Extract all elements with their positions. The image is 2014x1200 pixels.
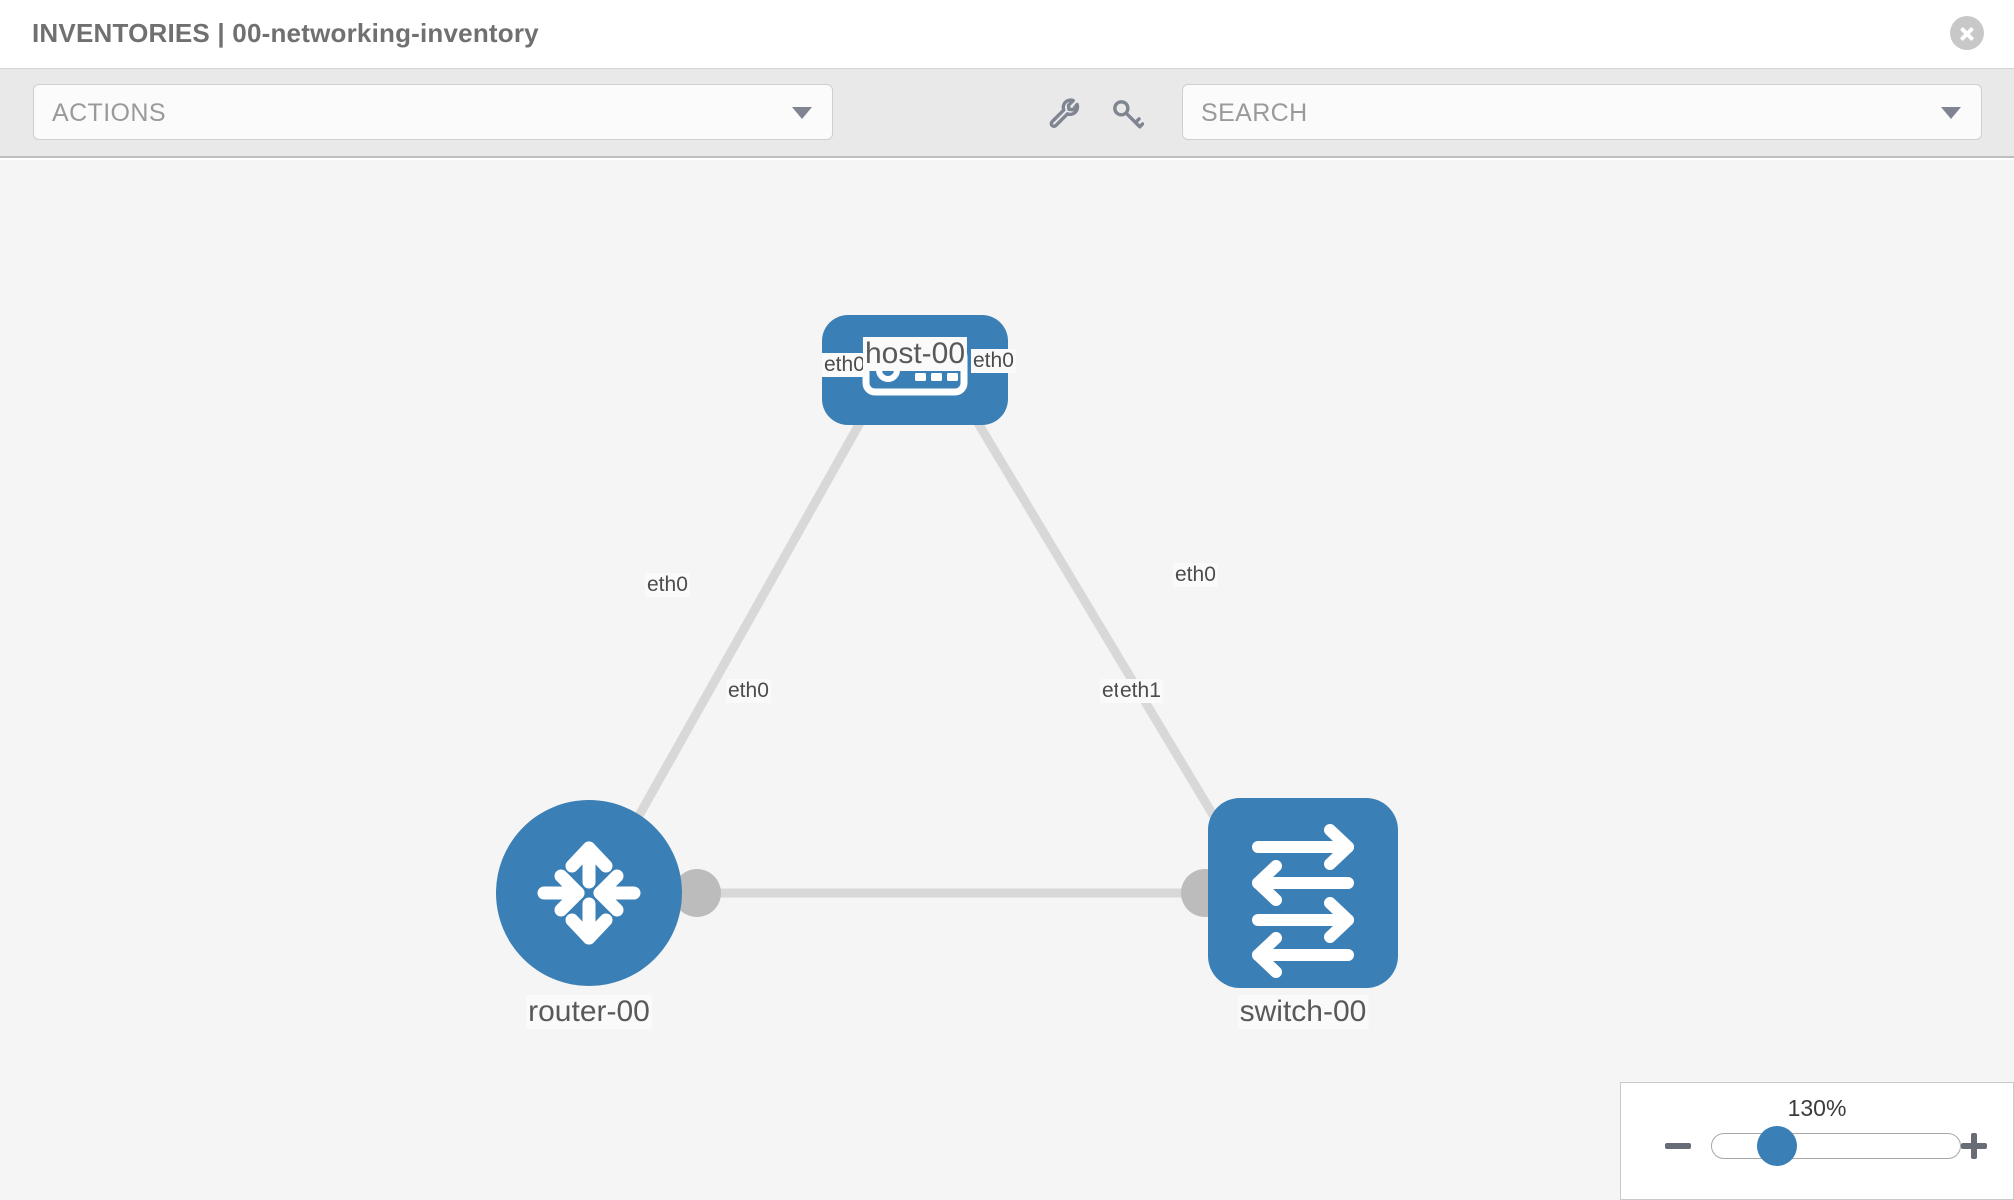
topology-graph [496,315,1398,988]
page-title: INVENTORIES | 00-networking-inventory [32,18,539,48]
interface-label: eth0 [726,679,771,703]
topology-links [609,368,1239,898]
router-arrows-icon [537,841,641,945]
link-host-switch [943,368,1239,855]
close-icon[interactable] [1950,16,1984,50]
minus-icon[interactable] [1663,1131,1693,1161]
zoom-control-panel: 130% [1620,1082,2014,1200]
node-label-switch-00: switch-00 [1237,995,1369,1029]
node-switch-00 [1208,798,1398,988]
topology-connectors [673,358,1256,917]
chevron-down-icon[interactable] [1941,107,1961,119]
link-host-router [609,368,893,865]
key-icon[interactable] [1110,97,1144,131]
topology-canvas[interactable]: eth0 eth0 eth0 eth0 eth0 eth0 eth1 host-… [0,160,2014,1200]
connector-router-right [673,869,721,917]
switch-arrows-icon [1252,824,1354,978]
search-placeholder: SEARCH [1201,99,1308,127]
page-header: INVENTORIES | 00-networking-inventory [0,0,2014,68]
node-label-router-00: router-00 [526,995,652,1029]
chevron-down-icon [792,107,812,119]
zoom-slider-thumb[interactable] [1757,1126,1797,1166]
search-input[interactable]: SEARCH [1182,84,1982,140]
zoom-slider-track[interactable] [1711,1133,1961,1159]
interface-label: eth0 [1173,563,1218,587]
toolbar: ACTIONS SEARCH [0,68,2014,158]
interface-label: eth0 [822,353,867,377]
actions-dropdown[interactable]: ACTIONS [33,84,833,140]
zoom-level-value: 130% [1787,1095,1847,1121]
interface-label: eth1 [1118,679,1163,703]
wrench-icon[interactable] [1048,97,1082,131]
actions-dropdown-label: ACTIONS [52,99,166,127]
interface-label: eth0 [971,349,1016,373]
node-label-host-00: host-00 [862,337,968,371]
node-router-00 [496,800,682,986]
plus-icon[interactable] [1959,1131,1989,1161]
interface-label: eth0 [645,573,690,597]
